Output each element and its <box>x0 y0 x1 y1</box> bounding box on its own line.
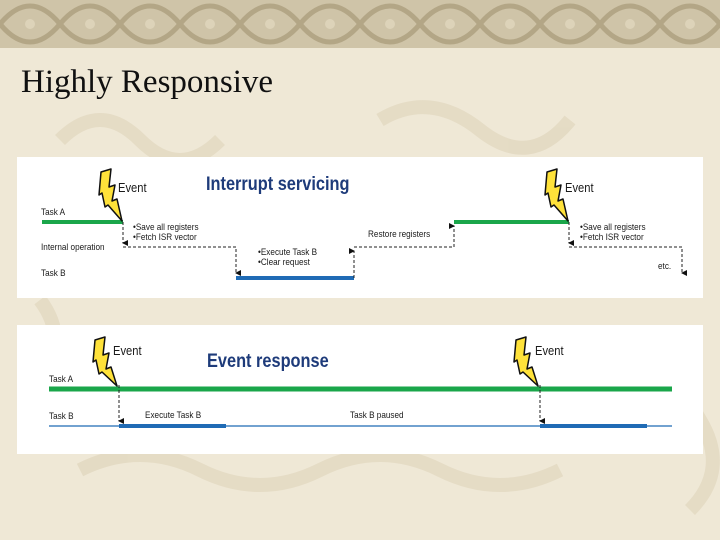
event-label: Event <box>113 343 142 358</box>
execute-task-b-label: Execute Task B <box>145 410 202 421</box>
event-label: Event <box>535 343 564 358</box>
isr-step: •Fetch ISR vector <box>133 231 197 243</box>
isr-step: •Save all registers <box>133 222 199 233</box>
internal-operation-label: Internal operation <box>41 242 105 253</box>
etc-label: etc. <box>658 261 672 272</box>
interrupt-timing-diagram <box>42 168 687 280</box>
ornamental-border <box>0 0 720 48</box>
event-label: Event <box>118 180 147 195</box>
task-a-label: Task A <box>49 374 74 385</box>
isr-step: •Save all registers <box>580 222 646 233</box>
task-b-paused-label: Task B paused <box>350 410 404 421</box>
event-response-heading: Event response <box>207 351 329 372</box>
task-b-steps-list: •Execute Task B •Clear request <box>258 248 317 268</box>
isr-step: •Fetch ISR vector <box>580 231 644 243</box>
lightning-bolt-icon <box>513 336 539 387</box>
task-b-step: •Execute Task B <box>258 247 318 258</box>
event-label: Event <box>565 180 594 195</box>
task-b-label: Task B <box>41 268 66 279</box>
isr-steps-list: •Save all registers •Fetch ISR vector <box>580 223 646 243</box>
task-b-label: Task B <box>49 411 74 422</box>
lightning-bolt-icon <box>544 168 569 222</box>
interrupt-servicing-heading: Interrupt servicing <box>206 174 350 195</box>
lightning-bolt-icon <box>92 336 118 387</box>
isr-steps-list: •Save all registers •Fetch ISR vector <box>133 223 199 243</box>
event-response-diagram <box>49 336 672 428</box>
event-response-panel: Event response Event Event Task A Task B… <box>17 325 703 454</box>
restore-registers-label: Restore registers <box>368 229 431 240</box>
task-b-step: •Clear request <box>258 256 310 268</box>
slide-title: Highly Responsive <box>21 64 274 100</box>
interrupt-servicing-panel: Interrupt servicing Event Event Task A I… <box>17 157 703 298</box>
task-a-label: Task A <box>41 207 66 218</box>
lightning-bolt-icon <box>98 168 123 222</box>
